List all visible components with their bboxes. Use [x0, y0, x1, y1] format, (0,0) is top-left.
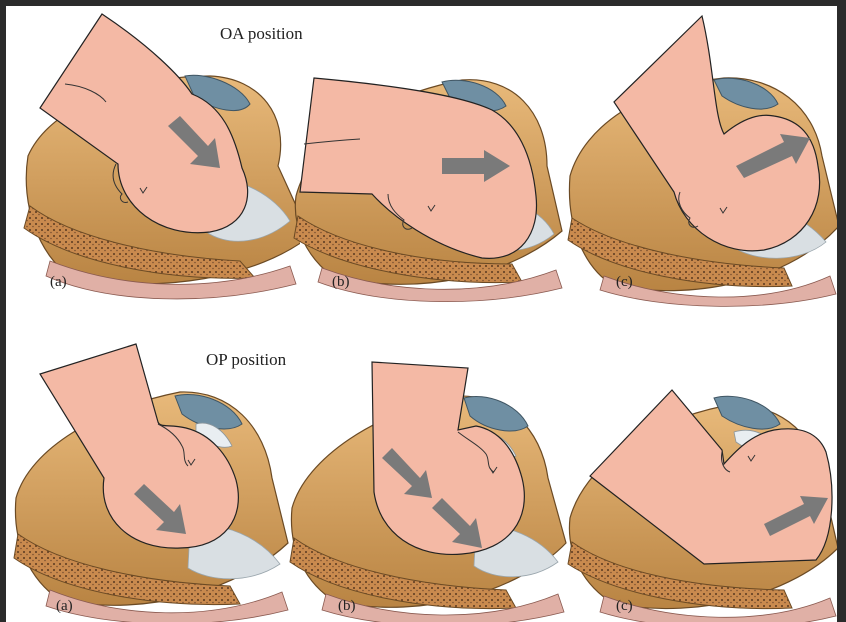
panel-label: (c): [616, 274, 633, 291]
panel-op-a: (a): [10, 328, 280, 622]
panel-op-b: (b): [286, 328, 556, 622]
panel-label: (b): [338, 598, 356, 615]
panel-oa-a: (a): [10, 6, 280, 306]
panel-oa-b: (b): [292, 6, 562, 306]
pelvis-illustration: [564, 6, 844, 316]
panel-oa-c: (c): [564, 6, 834, 306]
pelvis-illustration: [292, 6, 572, 306]
panel-label: (a): [50, 274, 67, 291]
panel-label: (b): [332, 274, 350, 291]
panel-label: (a): [56, 598, 73, 615]
pelvis-illustration: [564, 328, 844, 622]
panel-op-c: (c): [564, 328, 834, 622]
pelvis-illustration: [10, 328, 300, 622]
panel-label: (c): [616, 598, 633, 615]
pelvis-illustration: [286, 328, 576, 622]
pelvis-illustration: [10, 6, 300, 306]
